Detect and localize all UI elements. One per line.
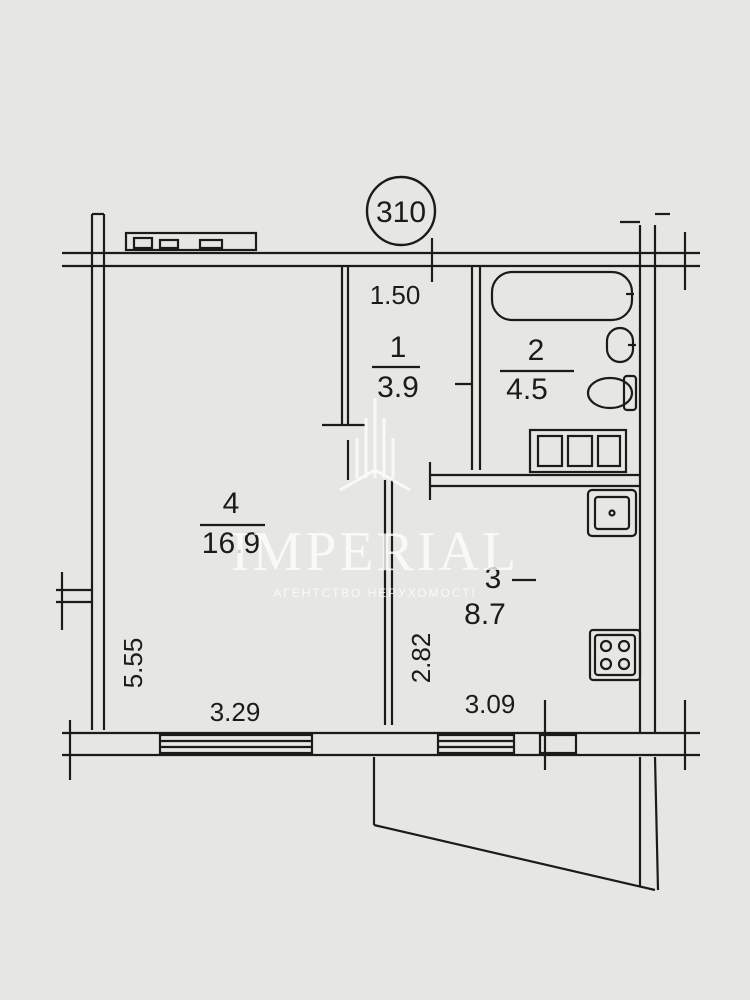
dimension-kitchen-width: 3.09 — [465, 689, 516, 719]
washer-icon — [528, 428, 628, 474]
stove-icon — [588, 628, 642, 682]
right-exterior-wall — [620, 212, 687, 770]
watermark-brand: IMPERIAL — [231, 521, 519, 583]
kitchen-sink-icon — [586, 488, 638, 538]
dimension-room-width: 3.29 — [210, 697, 261, 727]
window-room-4 — [158, 733, 314, 755]
sink-icon — [605, 326, 636, 364]
room-1-area: 3.9 — [377, 371, 419, 404]
unit-badge: 310 — [365, 175, 437, 247]
unit-number: 310 — [376, 196, 426, 229]
left-exterior-wall — [56, 212, 106, 730]
room-4-number: 4 — [223, 487, 240, 520]
window-kitchen — [436, 733, 578, 755]
room-4-area: 16.9 — [202, 527, 260, 560]
partition-room4-corridor — [322, 266, 365, 480]
room-2-area: 4.5 — [506, 373, 548, 406]
room-1-number: 1 — [390, 331, 407, 364]
top-exterior-wall — [62, 251, 700, 268]
room-3-number: 3 — [485, 562, 502, 595]
bathtub-icon — [490, 270, 634, 322]
radiator-icon — [124, 231, 258, 252]
dimension-kitchen-height: 2.82 — [406, 633, 436, 684]
imperial-watermark: IMPERIAL АГЕНТСТВО НЕРУХОМОСТІ — [231, 398, 519, 600]
balcony-outline — [372, 756, 660, 892]
bottom-exterior-wall — [62, 720, 700, 780]
dimension-room-height: 5.55 — [118, 638, 148, 689]
partition-bathroom-kitchen — [428, 462, 640, 500]
imperial-logo-icon — [339, 398, 411, 492]
room-3-area: 8.7 — [464, 598, 506, 631]
partition-room4-kitchen — [383, 480, 394, 725]
watermark-tagline: АГЕНТСТВО НЕРУХОМОСТІ — [273, 586, 477, 600]
dimension-corridor-width: 1.50 — [370, 280, 421, 310]
partition-corridor-bathroom — [455, 266, 482, 470]
room-2-number: 2 — [528, 334, 545, 367]
toilet-icon — [586, 374, 638, 412]
